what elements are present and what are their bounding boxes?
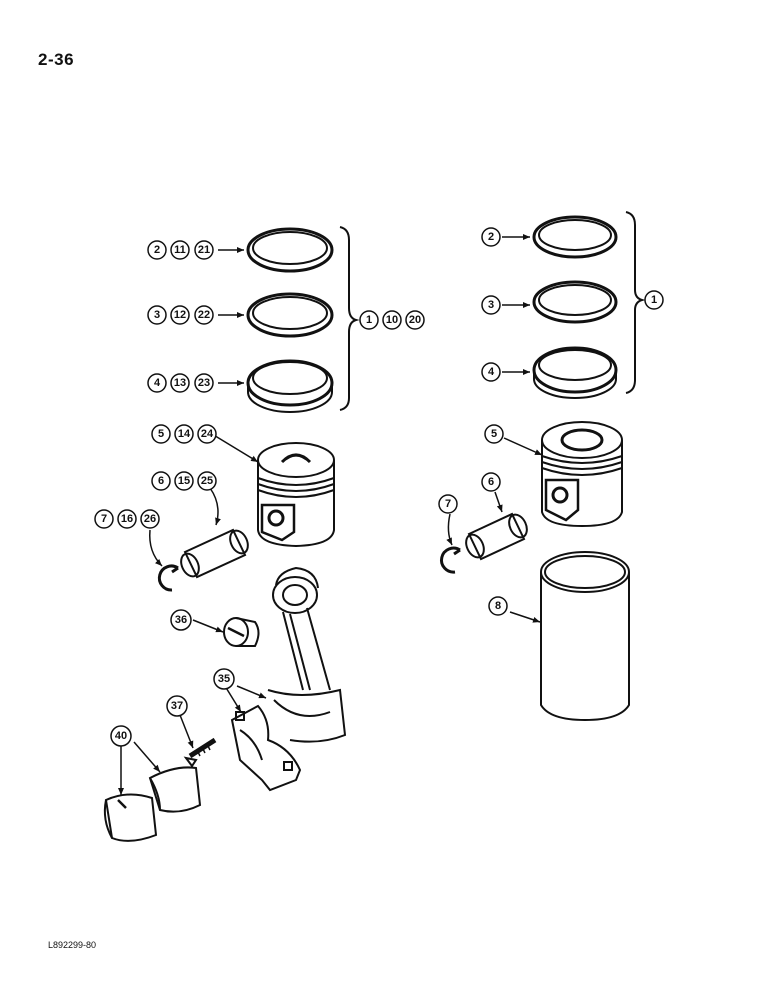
callout-16: 16: [117, 509, 137, 529]
svg-text:15: 15: [178, 475, 190, 487]
rod-bushing: [223, 617, 260, 647]
callout-23: 23: [194, 373, 214, 393]
callout-37: 37: [166, 695, 188, 717]
page-number: 2-36: [38, 50, 75, 69]
callout-35: 35: [213, 668, 235, 690]
right-top-ring: [532, 215, 618, 259]
left-snap-ring: [157, 564, 179, 592]
svg-text:23: 23: [198, 377, 210, 389]
svg-text:24: 24: [201, 428, 214, 440]
callout-3: 3: [147, 305, 167, 325]
callout-2-right: 2: [481, 227, 501, 247]
callout-5-left: 5: [151, 424, 171, 444]
callout-3-right: 3: [481, 295, 501, 315]
svg-text:26: 26: [144, 513, 156, 525]
bearing-shell-lower: [103, 793, 158, 842]
svg-text:7: 7: [445, 498, 451, 510]
left-second-ring: [246, 292, 334, 338]
rod-bolt: [183, 737, 217, 768]
svg-text:8: 8: [495, 600, 501, 612]
svg-text:22: 22: [198, 309, 210, 321]
left-top-ring: [246, 227, 334, 273]
callout-15: 15: [174, 471, 194, 491]
connecting-rod-cap: [230, 704, 302, 792]
right-piston: [541, 421, 623, 528]
svg-text:1: 1: [651, 294, 657, 306]
callout-2: 2: [147, 240, 167, 260]
callout-8-right: 8: [488, 596, 508, 616]
callout-4-right: 4: [481, 362, 501, 382]
callout-40: 40: [110, 725, 132, 747]
callout-14: 14: [174, 424, 194, 444]
callout-4: 4: [147, 373, 167, 393]
svg-text:21: 21: [198, 244, 210, 256]
callout-10: 10: [382, 310, 402, 330]
callout-1-right: 1: [644, 290, 664, 310]
svg-text:14: 14: [178, 428, 191, 440]
callout-13: 13: [170, 373, 190, 393]
right-ring-set-bracket: [625, 211, 646, 394]
svg-text:36: 36: [175, 614, 187, 626]
right-snap-ring: [440, 546, 461, 574]
right-piston-pin: [465, 512, 528, 561]
svg-text:13: 13: [174, 377, 186, 389]
svg-text:2: 2: [488, 231, 494, 243]
bearing-shell-upper: [148, 766, 202, 813]
callout-25: 25: [197, 471, 217, 491]
svg-text:35: 35: [218, 673, 230, 685]
drawing-reference-code: L892299-80: [48, 940, 97, 950]
svg-text:20: 20: [409, 314, 421, 326]
connecting-rod: [267, 566, 347, 743]
callouts: 2 11 21 3 12 22 4 13 23 1 10 20 5 14 24 …: [94, 227, 664, 747]
svg-text:3: 3: [488, 299, 494, 311]
svg-text:16: 16: [121, 513, 133, 525]
callout-26: 26: [140, 509, 160, 529]
callout-1-left: 1: [359, 310, 379, 330]
svg-text:4: 4: [154, 377, 161, 389]
svg-text:11: 11: [174, 244, 186, 256]
left-piston: [257, 442, 335, 548]
callout-36: 36: [170, 609, 192, 631]
cylinder-liner: [540, 551, 630, 722]
callout-6-left: 6: [151, 471, 171, 491]
right-second-ring: [532, 280, 618, 324]
callout-7-left: 7: [94, 509, 114, 529]
left-piston-pin: [180, 528, 249, 579]
right-oil-ring: [532, 346, 618, 399]
callout-22: 22: [194, 305, 214, 325]
callout-21: 21: [194, 240, 214, 260]
svg-text:40: 40: [115, 730, 127, 742]
svg-text:2: 2: [154, 244, 160, 256]
svg-text:4: 4: [488, 366, 495, 378]
svg-text:12: 12: [174, 309, 186, 321]
callout-20: 20: [405, 310, 425, 330]
svg-text:3: 3: [154, 309, 160, 321]
svg-text:37: 37: [171, 700, 183, 712]
leader-lines: [118, 234, 543, 795]
callout-7-right: 7: [438, 494, 458, 514]
svg-text:7: 7: [101, 513, 107, 525]
svg-text:10: 10: [386, 314, 398, 326]
svg-text:6: 6: [158, 475, 164, 487]
left-oil-ring: [246, 359, 334, 413]
callout-24: 24: [197, 424, 217, 444]
callout-11: 11: [170, 240, 190, 260]
svg-text:6: 6: [488, 476, 494, 488]
svg-text:1: 1: [366, 314, 372, 326]
svg-text:5: 5: [158, 428, 164, 440]
callout-6-right: 6: [481, 472, 501, 492]
svg-text:25: 25: [201, 475, 213, 487]
svg-text:5: 5: [491, 428, 497, 440]
callout-5-right: 5: [484, 424, 504, 444]
left-ring-set-bracket: [339, 226, 360, 411]
callout-12: 12: [170, 305, 190, 325]
